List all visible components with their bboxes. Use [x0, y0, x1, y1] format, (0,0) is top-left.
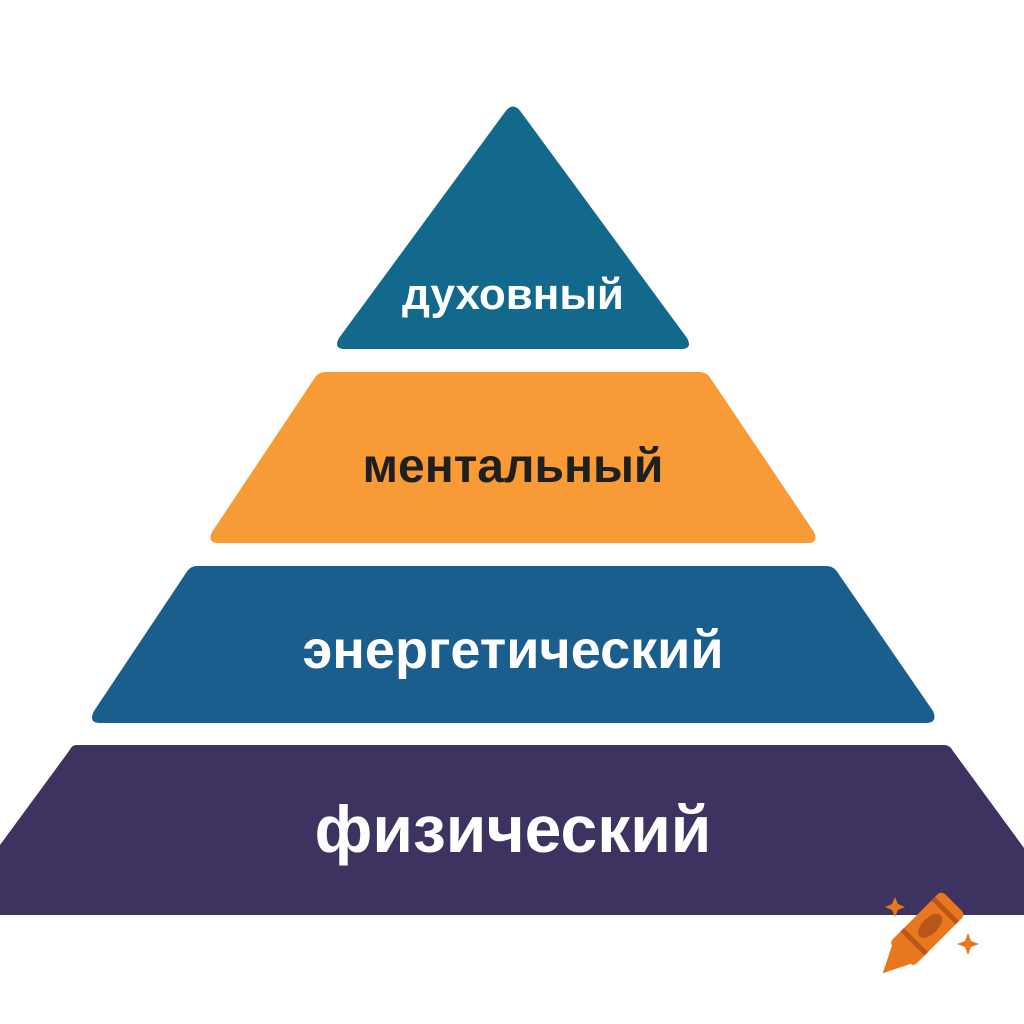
crayon-icon	[882, 892, 964, 974]
tier-energy-shape	[92, 566, 935, 723]
tier-mental-shape	[210, 372, 816, 543]
tier-spiritual-shape	[337, 106, 689, 349]
tier-physical-shape	[0, 745, 1024, 915]
sparkle-icon	[957, 933, 979, 955]
tier-energy-label: энергетический	[302, 620, 723, 680]
tier-mental: ментальный	[210, 372, 816, 543]
tier-energy: энергетический	[92, 566, 935, 723]
tier-physical: физический	[0, 745, 1024, 915]
tier-mental-label: ментальный	[363, 440, 664, 493]
tier-physical-label: физический	[315, 792, 712, 866]
sparkle-icon	[885, 897, 905, 917]
tier-spiritual-label: духовный	[402, 270, 624, 319]
tier-spiritual: духовный	[337, 106, 689, 349]
